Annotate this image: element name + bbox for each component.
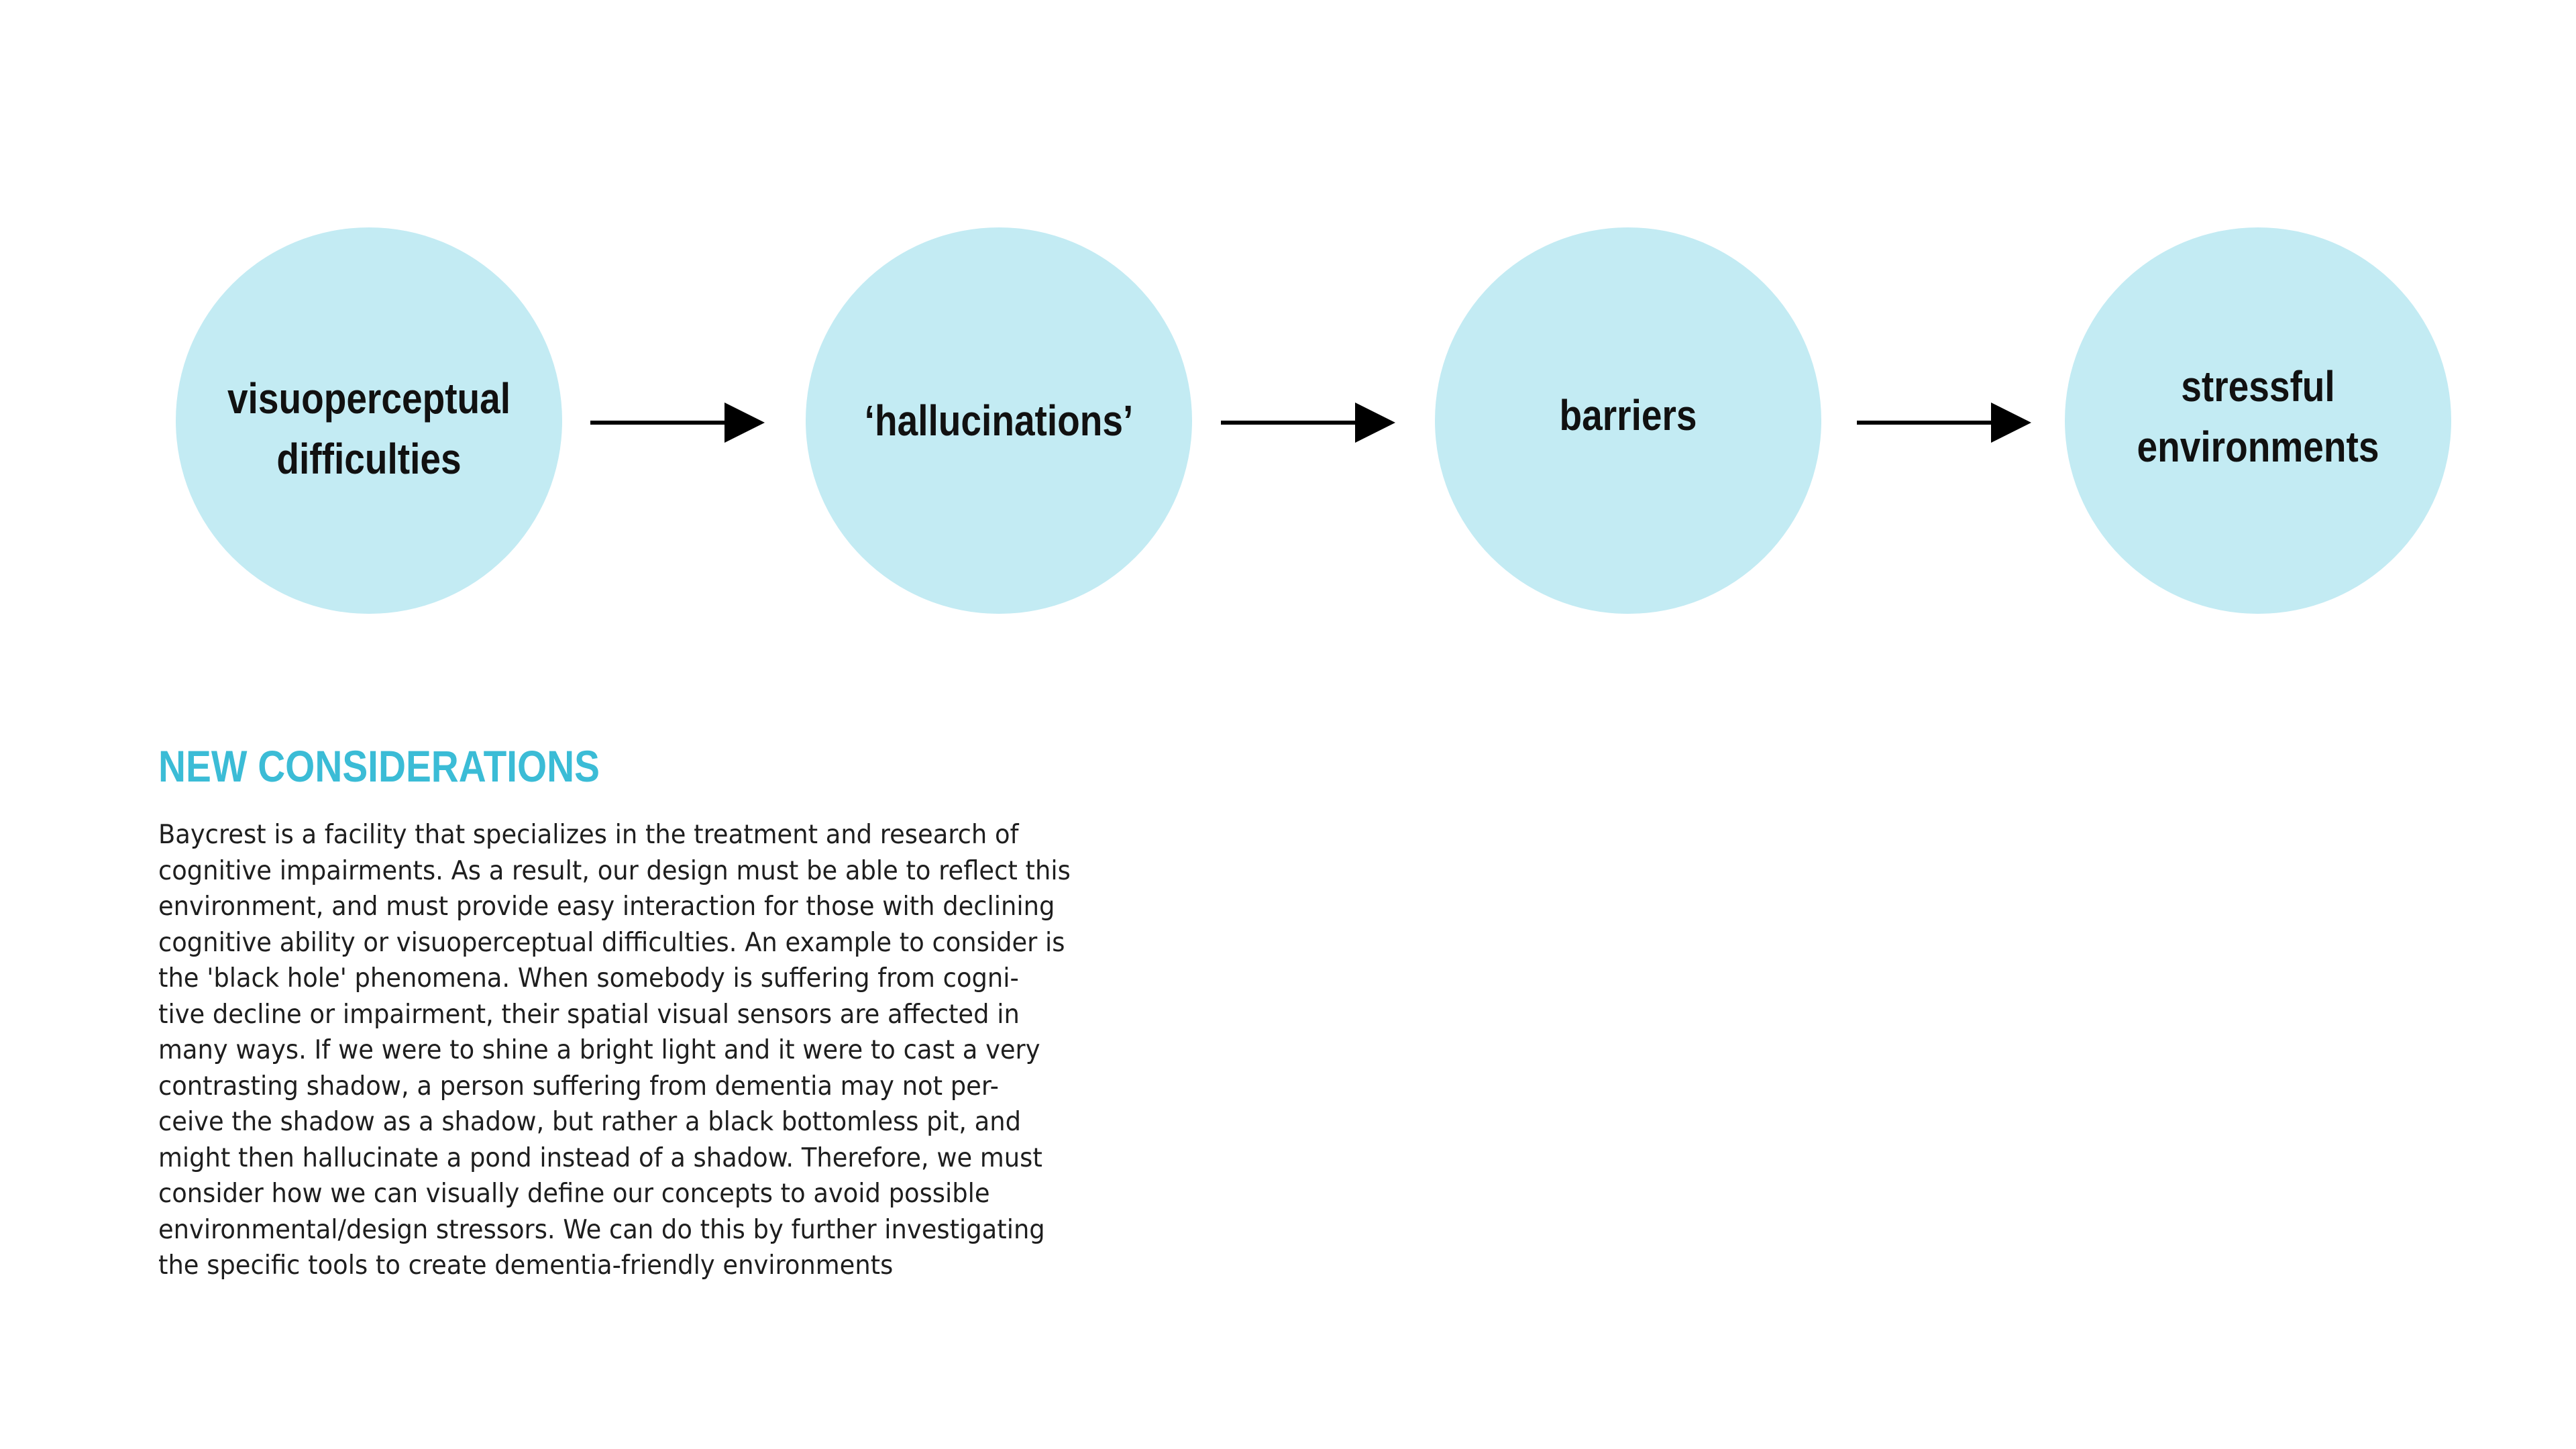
arrow-right-icon bbox=[590, 399, 765, 446]
node-hallucinations: ‘hallucinations’ bbox=[806, 227, 1192, 614]
node-label: ‘hallucinations’ bbox=[864, 396, 1134, 445]
node-label: barriers bbox=[1559, 391, 1697, 439]
node-visuoperceptual-difficulties: visuoperceptual difficulties bbox=[176, 227, 562, 614]
flow-diagram: visuoperceptual difficulties ‘hallucinat… bbox=[0, 0, 2576, 671]
node-label: stressful environments bbox=[2137, 362, 2379, 471]
node-label: visuoperceptual difficulties bbox=[227, 374, 511, 483]
node-stressful-environments: stressful environments bbox=[2065, 227, 2451, 614]
node-barriers: barriers bbox=[1435, 227, 1821, 614]
arrow-right-icon bbox=[1221, 399, 1395, 446]
section-body-text: Baycrest is a facility that specializes … bbox=[158, 820, 1071, 1281]
considerations-section: NEW CONSIDERATIONS Baycrest is a facilit… bbox=[158, 737, 1258, 1284]
arrow-right-icon bbox=[1857, 399, 2031, 446]
section-title: NEW CONSIDERATIONS bbox=[158, 741, 600, 791]
